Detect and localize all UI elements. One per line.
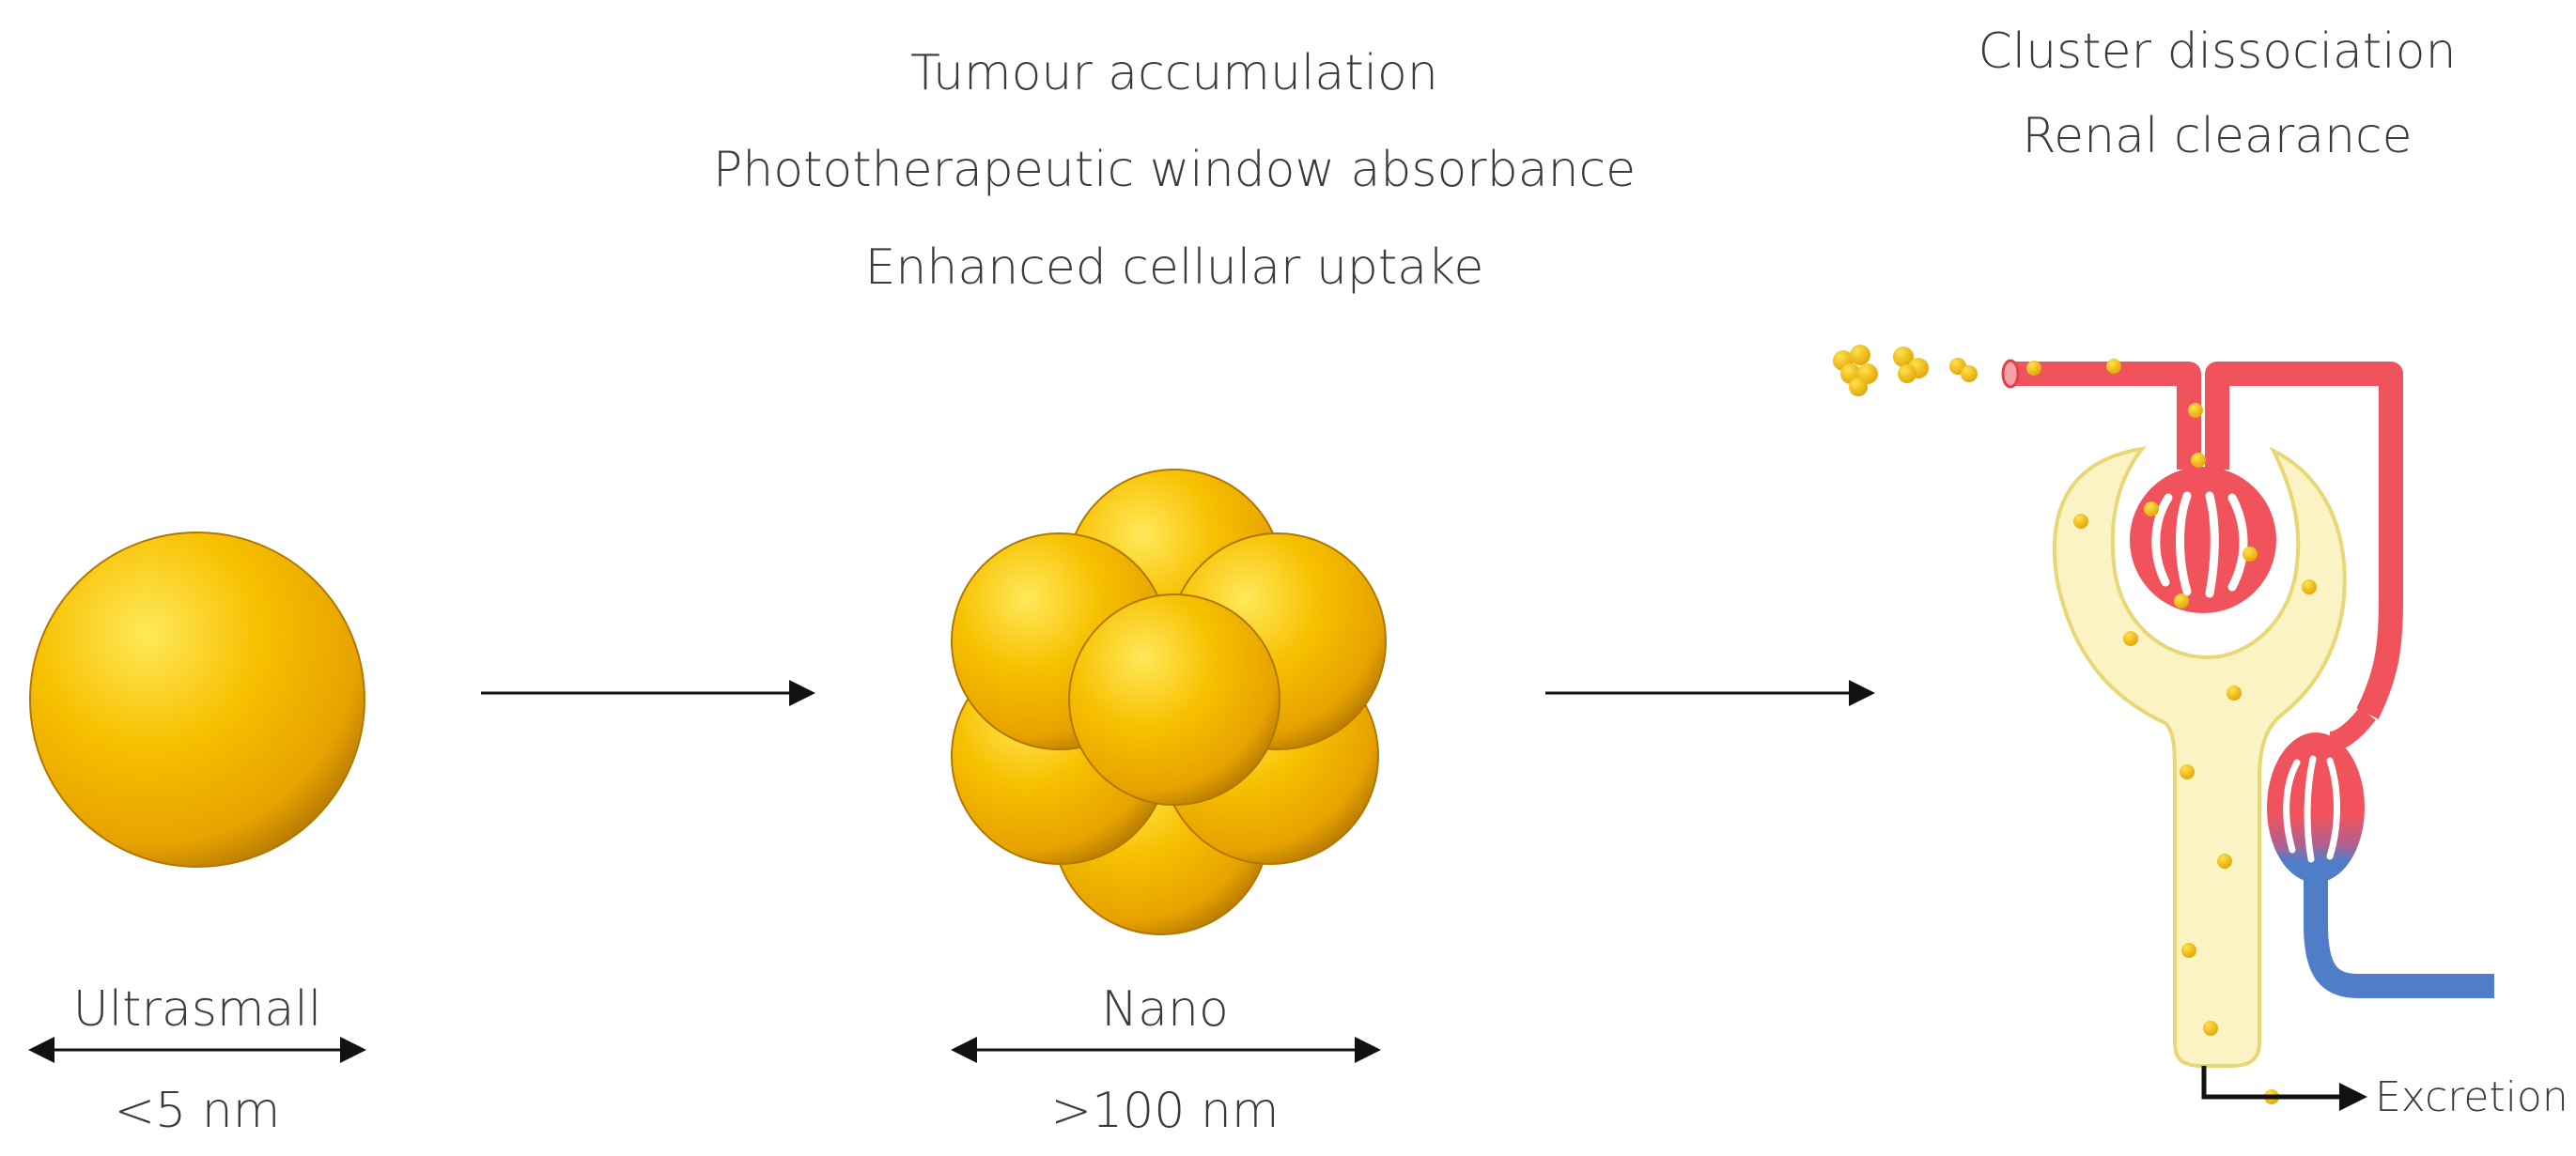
ultrasmall-sphere <box>29 532 365 868</box>
afferent-arteriole <box>2006 362 2201 470</box>
transition-arrow-2 <box>1545 680 1875 706</box>
renal-vein <box>2304 878 2494 998</box>
nano-cluster <box>951 469 1387 935</box>
glomerulus <box>2130 467 2276 613</box>
filtered-particles <box>2026 359 2317 1104</box>
properties-label-group: Tumour accumulation Phototherapeutic win… <box>713 45 1636 296</box>
renal-clearance-label: Renal clearance <box>2022 108 2412 164</box>
ultrasmall-particle <box>29 532 365 868</box>
nano-size-arrow <box>951 1037 1381 1063</box>
cluster-sphere-front <box>1068 593 1280 806</box>
cluster-dot <box>1850 345 1870 365</box>
cluster-dot <box>1898 364 1916 383</box>
cluster-dot <box>1893 347 1914 367</box>
nano-label: Nano <box>1101 981 1229 1038</box>
clearance-label-group: Cluster dissociation Renal clearance <box>1978 23 2456 164</box>
cluster-dot <box>1849 378 1868 396</box>
enhanced-uptake-label: Enhanced cellular uptake <box>865 239 1484 296</box>
dissociating-clusters <box>1833 345 1978 396</box>
transition-arrow-1 <box>481 680 815 706</box>
tumour-accumulation-label: Tumour accumulation <box>910 45 1438 101</box>
efferent-arteriole <box>2205 362 2403 719</box>
cluster-dot <box>1961 365 1978 382</box>
ultrasmall-label: Ultrasmall <box>73 981 322 1038</box>
excretion-arrow <box>2201 1066 2367 1111</box>
ultrasmall-size-label: <5 nm <box>115 1083 281 1139</box>
phototherapeutic-window-label: Phototherapeutic window absorbance <box>713 142 1636 198</box>
nephron-illustration <box>2001 359 2494 1111</box>
peritubular-capillary <box>2267 707 2376 883</box>
ultrasmall-size-arrow <box>28 1037 366 1063</box>
excretion-label: Excretion <box>2375 1073 2568 1121</box>
cluster-dissociation-label: Cluster dissociation <box>1978 23 2456 80</box>
bowmans-capsule-and-tubule <box>2052 446 2347 1068</box>
nano-size-label: >100 nm <box>1051 1083 1280 1139</box>
